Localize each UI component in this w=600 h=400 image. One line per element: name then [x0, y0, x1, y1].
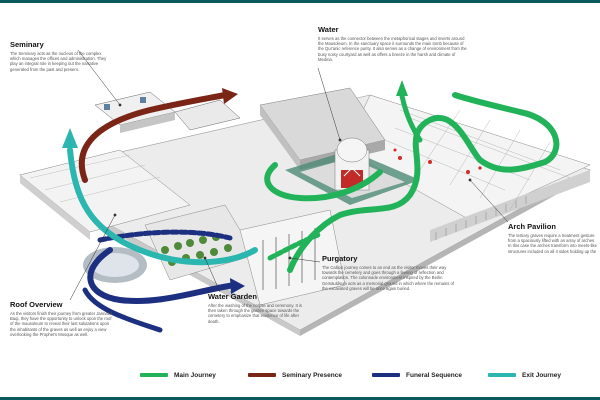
water-garden-title: Water Garden	[208, 292, 257, 301]
legend-label: Seminary Presence	[282, 371, 342, 379]
funeral-sequence-loop	[87, 247, 238, 304]
arch-pavilion-block	[344, 94, 591, 242]
legend-item-funeral-sequence: Funeral Sequence	[372, 369, 462, 381]
purgatory-title: Purgatory	[322, 254, 358, 263]
legend-label: Funeral Sequence	[406, 371, 462, 379]
funeral-sequence-arrowhead	[230, 278, 245, 294]
legend-swatch-exit-journey	[488, 373, 516, 377]
main-journey-loop	[264, 162, 383, 202]
callout-purgatory: Purgatory The Callipo journey comes to a…	[322, 254, 457, 291]
callout-water-garden: Water Garden After the washing of the co…	[208, 292, 308, 324]
seminary-presence-path	[78, 92, 228, 183]
top-border	[0, 0, 600, 3]
main-journey-dashed	[267, 232, 321, 261]
exit-journey-arrowhead	[62, 128, 78, 148]
seminary-title: Seminary	[10, 40, 44, 49]
funeral-sequence-down	[82, 287, 163, 333]
main-journey-lead	[399, 93, 423, 143]
main-journey-path	[287, 92, 560, 273]
legend-swatch-main-journey	[140, 373, 168, 377]
exit-journey-path	[67, 147, 258, 266]
seminary-buildings	[94, 91, 241, 133]
main-journey-arrowhead-top	[396, 80, 408, 96]
legend-swatch-funeral-sequence	[372, 373, 400, 377]
water-garden-body: After the washing of the corpse and cere…	[208, 303, 302, 324]
callout-seminary: Seminary The Seminary acts as the nucleu…	[10, 40, 110, 72]
legend-label: Main Journey	[174, 371, 216, 379]
arch-pavilion-body: The tertiary graves require a treatment …	[508, 233, 597, 254]
legend-item-seminary-presence: Seminary Presence	[248, 369, 342, 381]
water-title: Water	[318, 25, 339, 34]
seminary-body: The Seminary acts as the nucleus of the …	[10, 51, 107, 72]
roof-overview-title: Roof Overview	[10, 300, 63, 309]
legend-item-main-journey: Main Journey	[140, 369, 216, 381]
water-body: It serves as the connector between the m…	[318, 36, 467, 62]
journey-paths	[62, 80, 560, 333]
legend: Main Journey Seminary Presence Funeral S…	[140, 369, 570, 381]
legend-swatch-seminary-presence	[248, 373, 276, 377]
seminary-presence-arrowhead	[222, 88, 238, 104]
bottom-border	[0, 397, 600, 400]
callout-roof-overview: Roof Overview As the visitors finish the…	[10, 300, 115, 337]
legend-item-exit-journey: Exit Journey	[488, 369, 561, 381]
callout-water: Water It serves as the connector between…	[318, 25, 468, 62]
callout-arch-pavilion: Arch Pavilion The tertiary graves requir…	[508, 222, 598, 254]
courtyard-block	[19, 149, 191, 240]
callout-leaders	[69, 49, 509, 301]
purgatory-body: The Callipo journey comes to an end as t…	[322, 265, 454, 291]
grave-markers	[393, 148, 482, 174]
legend-label: Exit Journey	[522, 371, 562, 379]
roof-overview-body: As the visitors finish their journey fro…	[10, 311, 113, 337]
arch-pavilion-title: Arch Pavilion	[508, 222, 556, 231]
